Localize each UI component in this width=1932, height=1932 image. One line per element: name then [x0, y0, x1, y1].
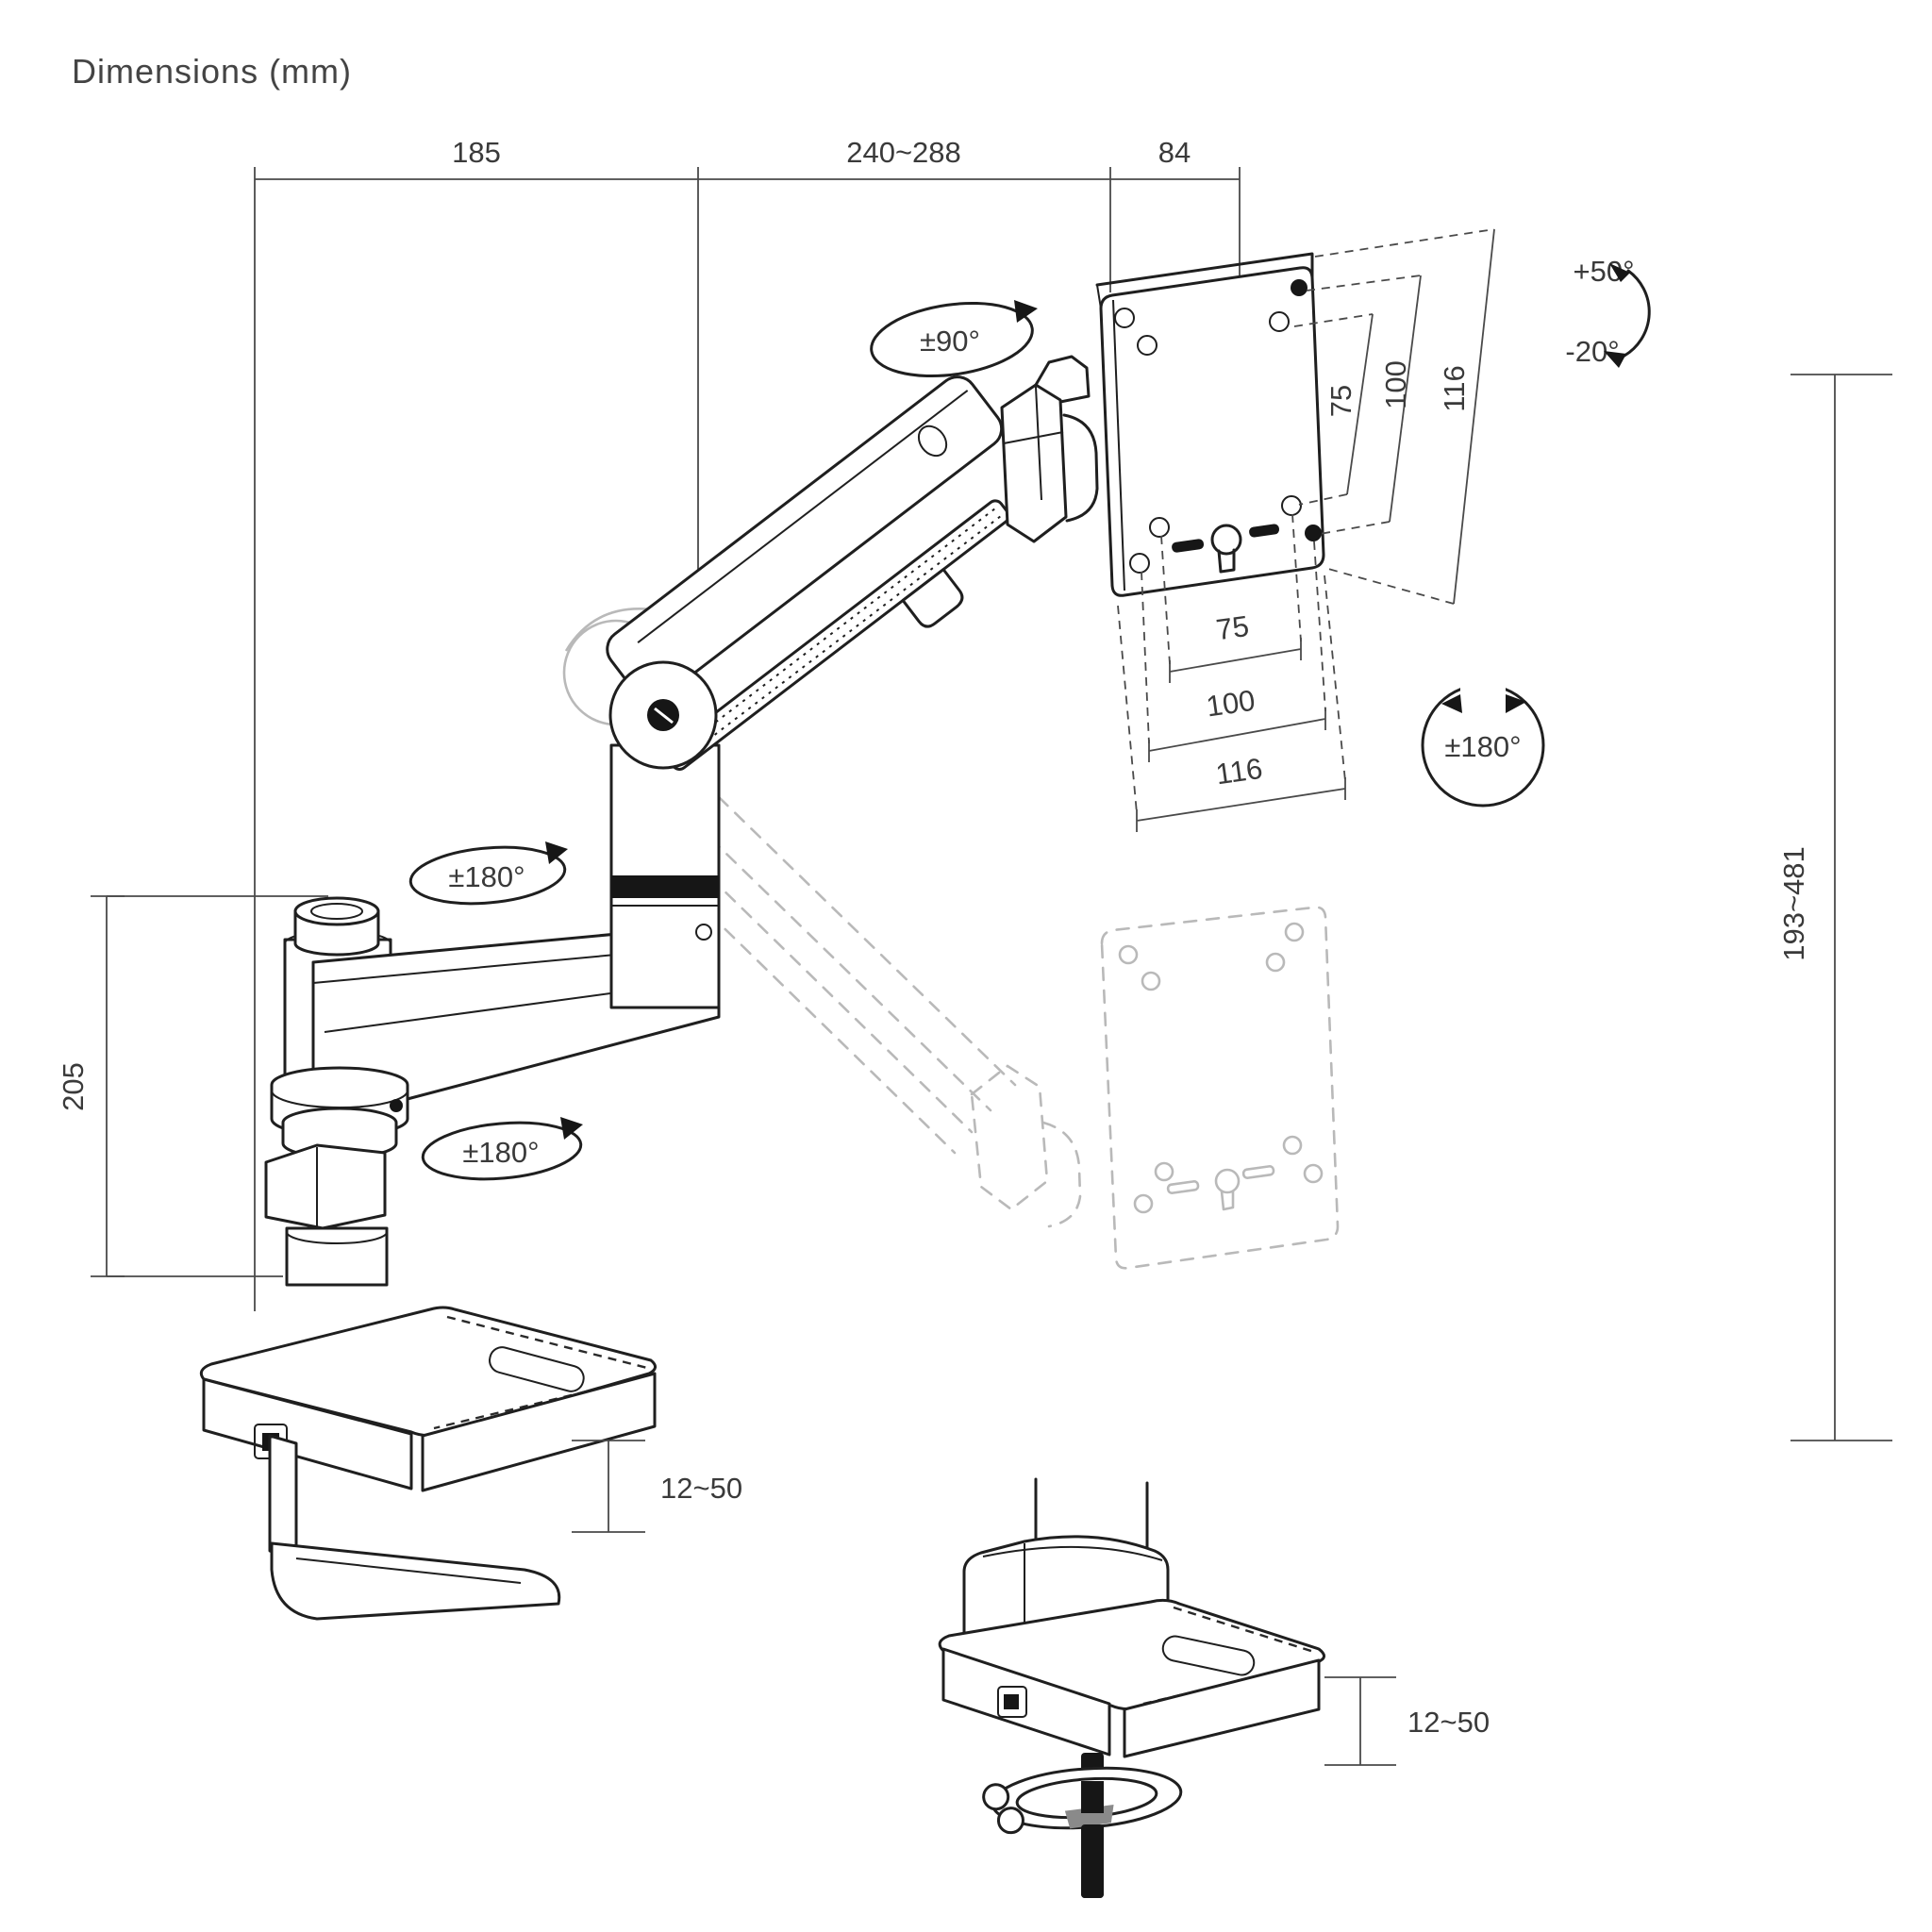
clamp-lower-jaw: [270, 1541, 561, 1621]
vesa-horiz-100-label: 100: [1204, 684, 1257, 724]
vesa-horiz-75-label: 75: [1214, 609, 1251, 646]
vesa-vert-100-label: 100: [1379, 360, 1412, 409]
height-range-label: 193~481: [1777, 846, 1810, 961]
vesa-hole-filled-top: [1291, 279, 1307, 296]
ghost-vesa-plate: [1100, 906, 1340, 1270]
swivel-ellipse-icon: [421, 1121, 583, 1181]
grommet-thickness-label: 12~50: [1407, 1706, 1490, 1739]
page-title: Dimensions (mm): [72, 52, 352, 91]
pole-lower-stack: [264, 1066, 409, 1287]
swivel-ellipse-icon: [408, 845, 567, 906]
swivel-arrowhead-icon: [560, 1117, 583, 1140]
vesa-vert-116-label: 116: [1438, 365, 1471, 411]
tilt-arc-icon: [1623, 269, 1651, 358]
vesa-rotation-label: ±180°: [1444, 730, 1521, 763]
upper-arm-swivel-label: ±180°: [448, 860, 525, 893]
height-range-dimension: 193~481: [1777, 374, 1892, 1441]
grommet-slot-cutout: [1161, 1635, 1256, 1676]
vesa-slot-right: [1249, 524, 1280, 538]
base-swivel-annotation: ±180°: [421, 1117, 583, 1181]
tilt-annotation: +50° -20°: [1565, 255, 1651, 368]
dim-arm1-label: 185: [452, 136, 501, 169]
vesa-vertical-dimensions: 75 100 116: [1293, 228, 1495, 605]
clamp-thickness-label: 12~50: [660, 1472, 742, 1505]
swivel-arrowhead-icon: [1014, 300, 1038, 323]
tilt-down-label: -20°: [1565, 335, 1619, 368]
upper-arm-swivel-annotation: ±180°: [408, 841, 568, 906]
swivel-arrowhead-icon: [545, 841, 568, 864]
rotation-arrow-right-icon: [1506, 694, 1526, 713]
pole-height-label: 205: [57, 1062, 90, 1111]
base-swivel-label: ±180°: [462, 1136, 539, 1169]
swivel-ellipse-icon: [870, 301, 1034, 378]
vesa-hole-filled-bottom: [1305, 525, 1322, 541]
vesa-plate: [1095, 252, 1325, 597]
usb-port: [997, 1686, 1027, 1718]
cable-clip: [901, 568, 964, 628]
clamp-thickness-dimension: 12~50: [572, 1440, 742, 1533]
vesa-vert-75-label: 75: [1324, 385, 1357, 417]
top-dimension-chain: 185 240~288 84: [254, 136, 1241, 1311]
head-swivel-label: ±90°: [920, 325, 980, 358]
desk-clamp-base: [199, 1306, 657, 1621]
dim-head-label: 84: [1158, 136, 1191, 169]
rotation-arrow-left-icon: [1441, 694, 1462, 713]
vesa-slot-left: [1172, 539, 1205, 553]
vesa-rotation-annotation: ±180°: [1421, 674, 1545, 808]
vesa-keyhole: [1210, 524, 1242, 556]
grommet-thickness-dimension: 12~50: [1324, 1676, 1490, 1766]
grommet-bolt-through-washer: [1081, 1781, 1104, 1813]
head-swivel-annotation: ±90°: [870, 300, 1038, 378]
head-joint: [1000, 355, 1099, 543]
base-slot-cutout: [489, 1346, 585, 1392]
tilt-arrow-up-icon: [1609, 263, 1630, 282]
tilt-arrow-down-icon: [1604, 351, 1626, 368]
dim-arm2-label: 240~288: [846, 136, 961, 169]
upper-gas-arm: [606, 375, 1010, 771]
grommet-base-view: [938, 1477, 1325, 1898]
usb-port-inner: [1004, 1694, 1019, 1709]
ghost-arm-lowered: [658, 795, 1340, 1270]
pole-height-dimension: 205: [57, 895, 328, 1277]
vesa-horiz-116-label: 116: [1214, 752, 1265, 791]
vesa-horizontal-dimensions: 75 100 116: [1117, 513, 1346, 832]
clamp-back-plate: [268, 1434, 298, 1560]
riser-column: [609, 743, 721, 1009]
